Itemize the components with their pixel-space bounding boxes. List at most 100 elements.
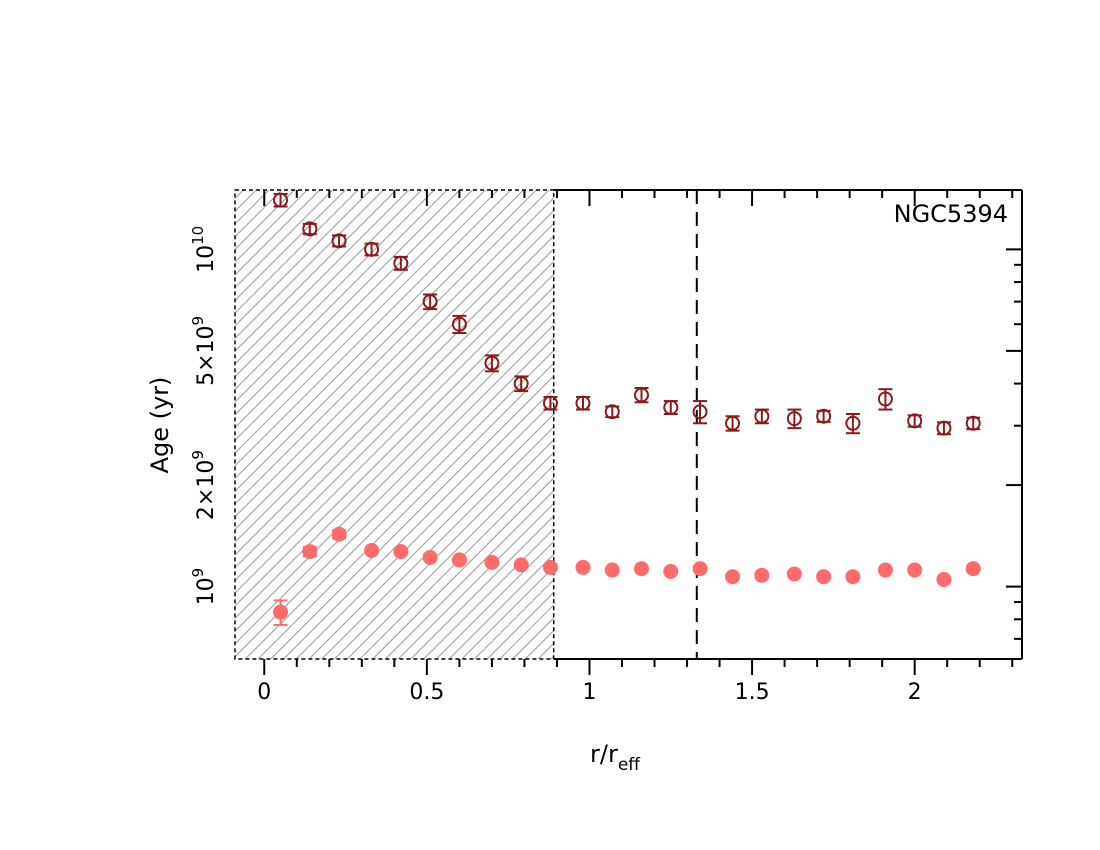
marker-open <box>575 395 591 411</box>
data-point <box>575 559 591 575</box>
y-tick-label: 109 <box>189 568 219 606</box>
data-point <box>422 549 438 565</box>
data-point <box>484 554 500 570</box>
y-tick-label: 5×109 <box>189 316 219 386</box>
data-point <box>663 399 679 415</box>
data-point <box>845 412 861 435</box>
data-point <box>907 562 923 578</box>
data-point <box>542 395 558 411</box>
data-point <box>393 255 409 271</box>
marker-filled <box>542 559 558 575</box>
marker-open <box>754 408 770 424</box>
marker-open <box>936 420 952 436</box>
data-point <box>513 375 529 393</box>
data-point <box>575 395 591 411</box>
data-point <box>965 415 981 431</box>
y-tick-exponent: 9 <box>189 316 207 326</box>
marker-filled <box>364 542 380 558</box>
marker-open <box>542 395 558 411</box>
y-tick-exponent: 10 <box>189 226 207 245</box>
marker-filled <box>936 571 952 587</box>
marker-filled <box>786 566 802 582</box>
marker-filled <box>393 544 409 560</box>
marker-filled <box>513 557 529 573</box>
data-point <box>451 314 467 334</box>
x-tick-label: 0 <box>257 680 271 705</box>
x-tick-label: 1 <box>582 680 596 705</box>
marker-filled <box>302 544 318 560</box>
marker-filled <box>725 569 741 585</box>
marker-open <box>907 413 923 429</box>
data-point <box>302 544 318 560</box>
hatched-region <box>234 189 555 660</box>
marker-open <box>845 415 861 431</box>
marker-filled <box>575 559 591 575</box>
marker-open <box>451 316 467 332</box>
marker-filled <box>663 563 679 579</box>
marker-open <box>273 192 289 208</box>
data-point <box>692 400 708 425</box>
data-point <box>965 561 981 577</box>
marker-open <box>965 415 981 431</box>
data-point <box>907 413 923 429</box>
data-point <box>513 557 529 573</box>
x-axis-title-main: r/r <box>590 740 618 768</box>
marker-open <box>692 404 708 420</box>
data-point <box>451 552 467 568</box>
marker-filled <box>331 526 347 542</box>
x-tick-label: 2 <box>908 680 922 705</box>
marker-open <box>393 255 409 271</box>
data-point <box>725 415 741 432</box>
data-point <box>634 387 650 404</box>
data-point <box>604 404 620 420</box>
marker-filled <box>451 552 467 568</box>
marker-filled <box>965 561 981 577</box>
data-point <box>936 571 952 587</box>
data-point <box>936 420 952 436</box>
marker-open <box>634 387 650 403</box>
data-point <box>754 408 770 425</box>
data-point <box>484 354 500 373</box>
y-tick-label: 2×109 <box>189 450 219 520</box>
marker-open <box>663 399 679 415</box>
x-axis-title: r/reff <box>590 740 641 775</box>
data-point <box>725 569 741 585</box>
marker-open <box>604 404 620 420</box>
data-point <box>364 241 380 257</box>
marker-filled <box>634 561 650 577</box>
data-point <box>634 561 650 577</box>
data-point <box>692 561 708 577</box>
data-point <box>877 388 893 411</box>
data-point <box>663 563 679 579</box>
data-point <box>393 544 409 560</box>
y-tick-base: 10 <box>194 245 219 273</box>
x-tick-label: 1.5 <box>735 680 770 705</box>
data-point <box>816 408 832 424</box>
data-point <box>302 221 318 237</box>
x-tick-label: 0.5 <box>409 680 444 705</box>
marker-open <box>725 415 741 431</box>
data-point <box>754 567 770 583</box>
x-axis-title-sub: eff <box>618 755 641 775</box>
y-tick-exponent: 9 <box>189 450 207 460</box>
marker-filled <box>604 562 620 578</box>
data-point <box>364 542 380 558</box>
marker-open <box>364 241 380 257</box>
y-tick-base: 2×10 <box>194 460 219 520</box>
marker-open <box>513 376 529 392</box>
y-tick-exponent: 9 <box>189 568 207 578</box>
data-point <box>877 562 893 578</box>
annotation-label: NGC5394 <box>894 200 1008 228</box>
marker-open <box>302 221 318 237</box>
data-point <box>816 569 832 585</box>
marker-open <box>422 294 438 310</box>
marker-filled <box>907 562 923 578</box>
data-point <box>331 526 347 542</box>
marker-filled <box>845 569 861 585</box>
data-point <box>542 559 558 575</box>
marker-filled <box>273 604 289 620</box>
marker-open <box>816 408 832 424</box>
y-axis-title: Age (yr) <box>146 377 174 474</box>
y-tick-label: 1010 <box>189 226 219 273</box>
